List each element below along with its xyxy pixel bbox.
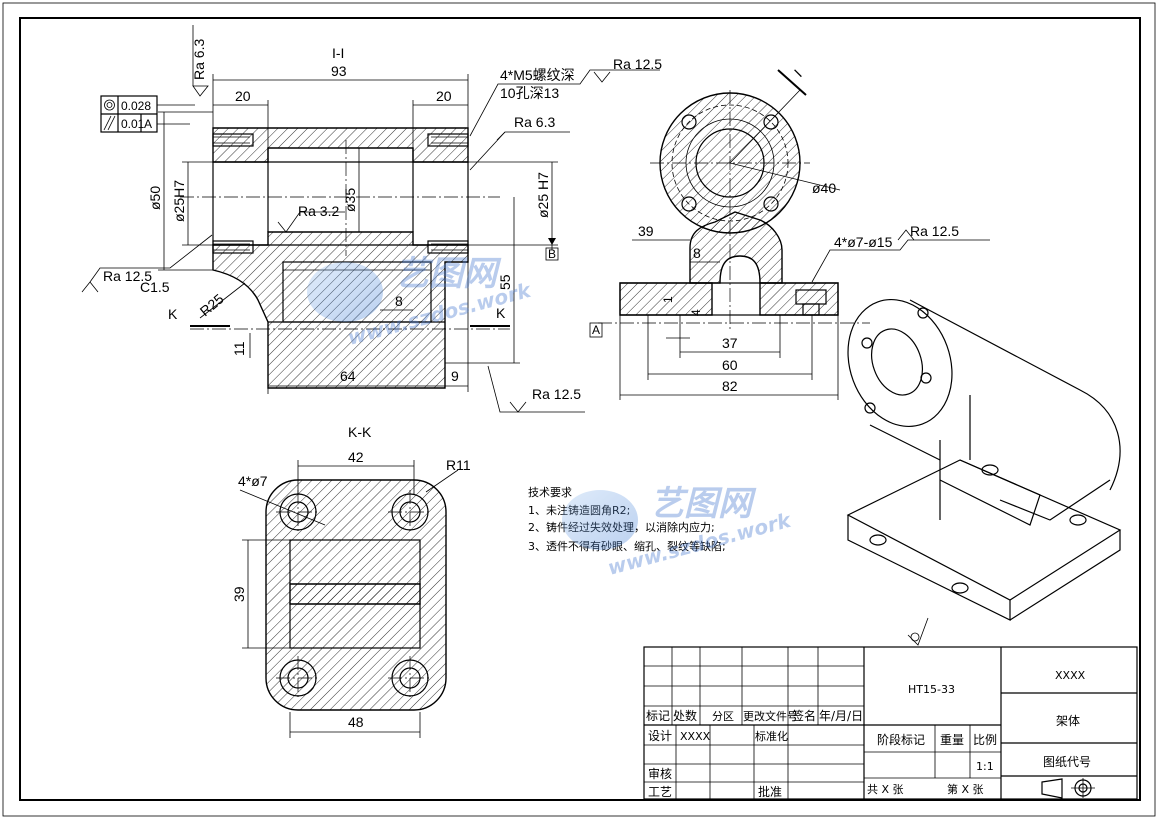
tb-sheet-number: 第 X 张	[947, 782, 984, 796]
isometric-view	[846, 298, 1122, 646]
tb-scale-value: 1:1	[976, 760, 994, 773]
datum-a: A	[592, 323, 600, 337]
iso-front-flange	[847, 298, 953, 428]
watermark-brand-2: 艺图网	[650, 484, 757, 524]
dim-9: 9	[451, 368, 459, 384]
tb-drawing-no: 图纸代号	[1043, 755, 1091, 769]
datum-b: B	[548, 247, 556, 261]
dim-r11: R11	[446, 457, 471, 473]
watermark-brand-1: 艺图网	[395, 254, 502, 294]
dim-20-left: 20	[235, 88, 251, 104]
parallelism-icon	[103, 115, 112, 131]
dim-phi40: ø40	[812, 180, 836, 196]
tb-total-sheets: 共 X 张	[867, 783, 904, 796]
chamfer-c1-5: C1.5	[140, 279, 170, 295]
dim-phi35: ø35	[342, 188, 358, 212]
circularity-value: 0.028	[121, 99, 151, 113]
tb-standard: 标准化	[755, 729, 788, 743]
dim-93: 93	[331, 63, 347, 79]
ra-12-5-top: Ra 12.5	[613, 56, 662, 72]
ra-12-5-left: Ra 12.5	[103, 268, 152, 284]
circularity-icon	[104, 99, 115, 111]
dim-1: 1	[661, 296, 675, 303]
ra-3-2: Ra 3.2	[298, 203, 339, 219]
tb-part-name: 架体	[1056, 714, 1080, 728]
drawing-border	[19, 17, 1141, 801]
iso-base	[846, 459, 1122, 601]
boss-threaded-holes	[681, 114, 779, 212]
tb-designer: XXXX	[680, 730, 711, 743]
tb-h-mark: 标记	[646, 709, 670, 723]
dim-39-kk: 39	[231, 586, 247, 602]
section-mark-k-left: K	[168, 306, 178, 322]
dim-4-phi7: 4*ø7	[238, 473, 268, 489]
cut-mark-i: I	[791, 66, 805, 80]
tolerance-frame: 0.028 0.01 A	[100, 95, 195, 133]
section-mark-k-right: K	[496, 305, 506, 321]
dim-4: 4	[689, 309, 703, 316]
title-block: 标记 处数 分区 更改文件号 签名 年/月/日 设计 XXXX 标准化 审核 工…	[643, 646, 1138, 800]
dim-20-right: 20	[436, 88, 452, 104]
tb-stage: 阶段标记	[877, 732, 925, 747]
dim-39-side: 39	[638, 223, 654, 239]
dim-4-phi7-phi15: 4*ø7-ø15	[834, 234, 893, 250]
ra-12-5-side: Ra 12.5	[910, 223, 959, 239]
dim-11: 11	[231, 341, 247, 356]
dim-60: 60	[722, 357, 738, 373]
view-label-k-k: K-K	[348, 424, 372, 440]
hole-depth-note: 10孔深13	[500, 85, 559, 101]
tb-process: 工艺	[648, 785, 672, 799]
dim-37: 37	[722, 335, 738, 351]
tb-weight: 重量	[940, 733, 964, 747]
view-label-i-i: I-I	[332, 45, 344, 61]
notes-title: 技术要求	[528, 486, 572, 499]
tb-h-doc: 更改文件号	[743, 709, 798, 723]
dim-55: 55	[497, 274, 513, 290]
tb-h-zone: 分区	[712, 710, 734, 723]
parallelism-value: 0.01	[121, 117, 145, 131]
dim-82: 82	[722, 378, 738, 394]
dim-r25: R25	[197, 290, 227, 319]
tb-code: XXXX	[1055, 669, 1086, 682]
section-view-k-k: K-K 42 R11 4*ø7 39	[231, 424, 471, 738]
dim-8-main: 8	[395, 293, 403, 309]
dim-phi25-h7-right: ø25 H7	[535, 172, 551, 218]
tb-h-sign: 签名	[792, 708, 816, 723]
ra-6-3-right: Ra 6.3	[514, 114, 555, 130]
tb-scale: 比例	[973, 733, 997, 747]
ra-12-5-bottom: Ra 12.5	[532, 386, 581, 402]
tb-approve: 批准	[758, 784, 782, 799]
dim-8-side: 8	[693, 245, 701, 261]
dim-phi25h7: ø25H7	[171, 180, 187, 222]
tb-material: HT15-33	[908, 683, 955, 696]
projection-symbol-icon	[1041, 778, 1095, 799]
parallelism-datum: A	[144, 117, 152, 131]
upper-wall-section	[212, 127, 469, 163]
side-view: I ø40 4*ø7-ø15 Ra 12.5 39 8 A 1 4 37 60	[589, 66, 990, 400]
tb-h-date: 年/月/日	[819, 709, 863, 723]
thread-note: 4*M5螺纹深	[500, 67, 575, 83]
dim-42: 42	[348, 449, 364, 465]
dim-48: 48	[348, 714, 364, 730]
tb-design: 设计	[648, 729, 672, 743]
tb-h-count: 处数	[673, 708, 697, 723]
section-view-i-i: 93 20 20 ø50 ø25H7 ø35 Ra 3.2 ø25 H7 55	[81, 25, 662, 413]
dim-64: 64	[340, 368, 356, 384]
dim-phi50: ø50	[147, 186, 163, 210]
ra-6-3-left: Ra 6.3	[191, 39, 207, 80]
tb-review: 审核	[648, 766, 672, 781]
